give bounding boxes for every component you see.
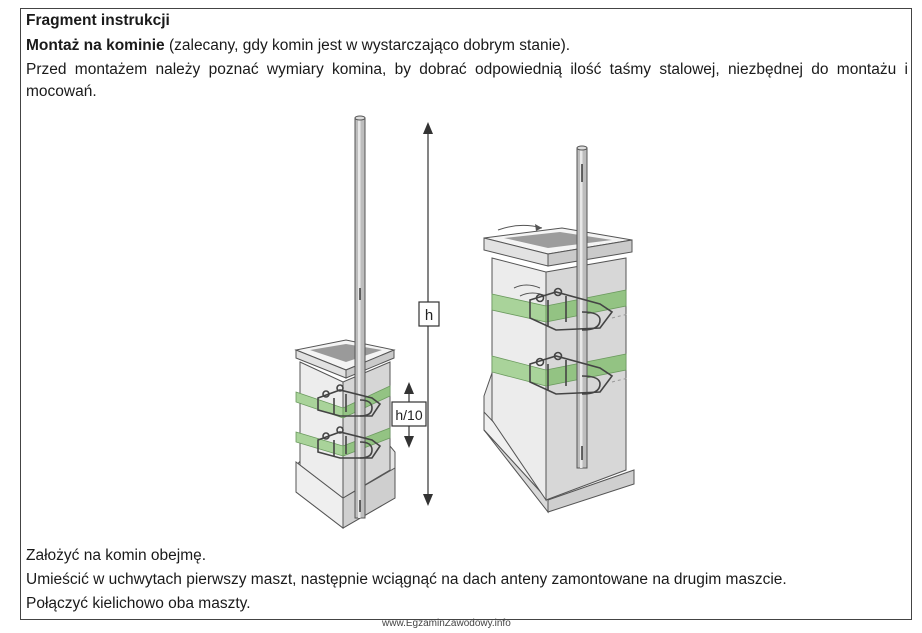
intro-paragraph: Przed montażem należy poznać wymiary kom… <box>26 61 908 100</box>
watermark: www.EgzaminZawodowy.info <box>382 618 511 629</box>
h10-dimension: h/10 <box>391 382 427 448</box>
fragment-heading: Fragment instrukcji <box>26 12 170 29</box>
step-2: Umieścić w uchwytach pierwszy maszt, nas… <box>26 571 787 588</box>
step-1: Założyć na komin obejmę. <box>26 547 207 564</box>
h-label: h <box>425 307 433 324</box>
right-chimney <box>483 145 635 514</box>
section-title-rest: (zalecany, gdy komin jest w wystarczając… <box>164 37 571 54</box>
h10-label: h/10 <box>395 407 422 423</box>
section-title: Montaż na kominie (zalecany, gdy komin j… <box>26 35 908 57</box>
height-dimension: h <box>418 122 440 506</box>
left-chimney <box>294 115 396 530</box>
instruction-frame <box>20 8 912 620</box>
step-3: Połączyć kielichowo oba maszty. <box>26 595 251 612</box>
section-title-bold: Montaż na kominie <box>26 37 165 54</box>
